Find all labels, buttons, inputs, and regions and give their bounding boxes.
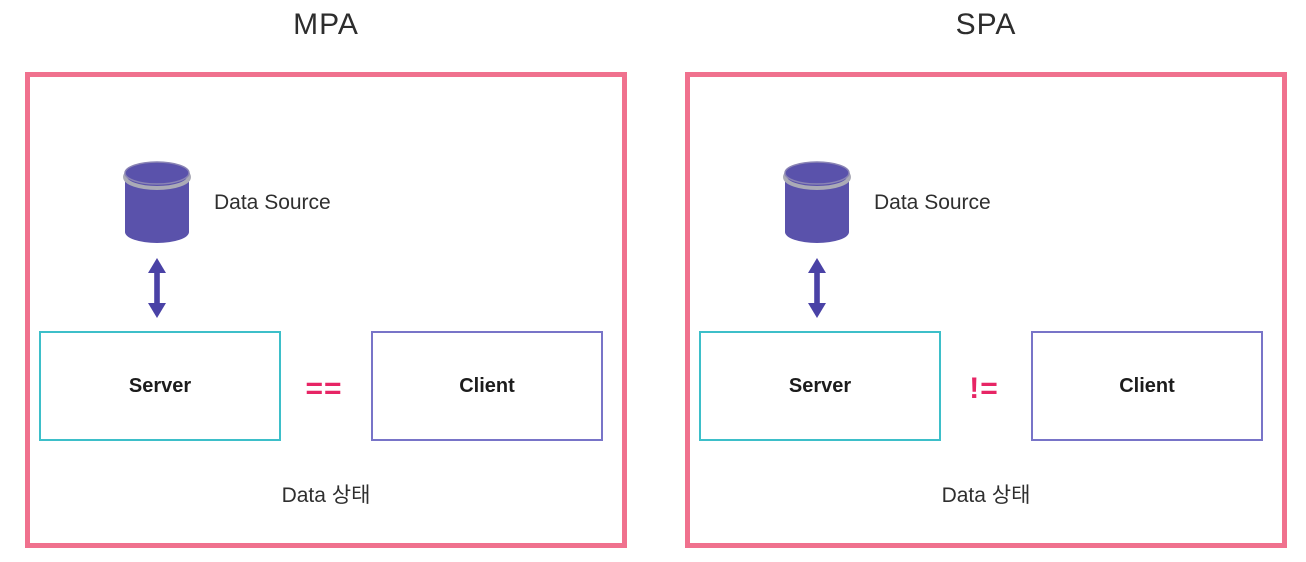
mpa-panel: MPA Data Source Server == (25, 0, 627, 562)
database-icon (123, 161, 191, 246)
server-box: Server (699, 331, 941, 441)
bidirectional-arrow-icon (805, 257, 829, 319)
bidirectional-arrow-icon (145, 257, 169, 319)
data-source-label: Data Source (214, 191, 331, 214)
client-label: Client (1119, 374, 1175, 397)
panel-frame: Data Source Server != Client Data 상태 (685, 72, 1287, 548)
data-state-label: Data 상태 (941, 484, 1031, 507)
client-box: Client (371, 331, 603, 441)
data-source-label: Data Source (874, 191, 991, 214)
inequality-operator: != (969, 372, 999, 405)
spa-panel: SPA Data Source Server != (685, 0, 1287, 562)
client-box: Client (1031, 331, 1263, 441)
server-box: Server (39, 331, 281, 441)
database-icon (783, 161, 851, 246)
panel-title: SPA (955, 8, 1017, 41)
client-label: Client (459, 374, 515, 397)
server-label: Server (788, 374, 852, 397)
equality-operator: == (305, 372, 343, 405)
panel-frame: Data Source Server == Client Data 상태 (25, 72, 627, 548)
server-label: Server (128, 374, 192, 397)
panel-title: MPA (293, 8, 359, 41)
data-state-label: Data 상태 (281, 484, 371, 507)
